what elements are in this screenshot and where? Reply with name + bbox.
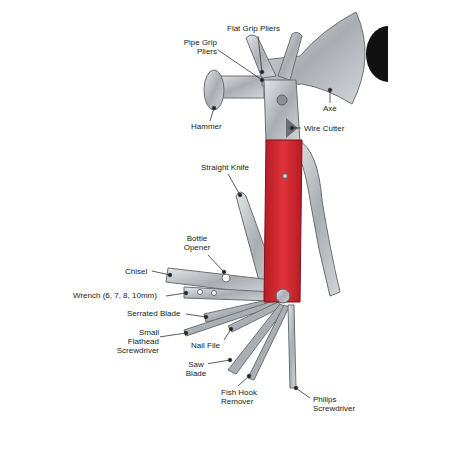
hammer-head (204, 70, 264, 110)
part-label: Chisel (124, 267, 148, 276)
part-label: Hammer (190, 122, 223, 131)
part-label: Saw Blade (184, 360, 208, 378)
part-label: Wrench (6, 7, 8, 10mm) (72, 291, 158, 300)
leader-lines (152, 36, 332, 398)
part-label: Axe (322, 104, 338, 113)
part-label: Wire Cutter (303, 124, 345, 133)
part-label: Bottle Opener (178, 234, 216, 252)
plier-jaws (246, 32, 302, 80)
pivot-rivet (277, 95, 287, 105)
part-label: Serrated Blade (126, 309, 181, 318)
tool-pivot (276, 289, 290, 303)
part-label: Fish Hook Remover (220, 388, 266, 406)
part-label: Nail File (190, 341, 221, 350)
part-label: Philips Screwdriver (312, 395, 364, 413)
part-label: Small Flathead Screwdriver (108, 328, 160, 355)
red-handle (264, 140, 302, 302)
part-label: Flat Grip Pliers (226, 24, 281, 33)
pliers-body (264, 80, 300, 142)
handle-rivet (283, 174, 288, 179)
part-label: Pipe Grip Pliers (172, 38, 218, 56)
part-label: Straight Knife (200, 163, 250, 172)
dark-shape (366, 26, 388, 82)
